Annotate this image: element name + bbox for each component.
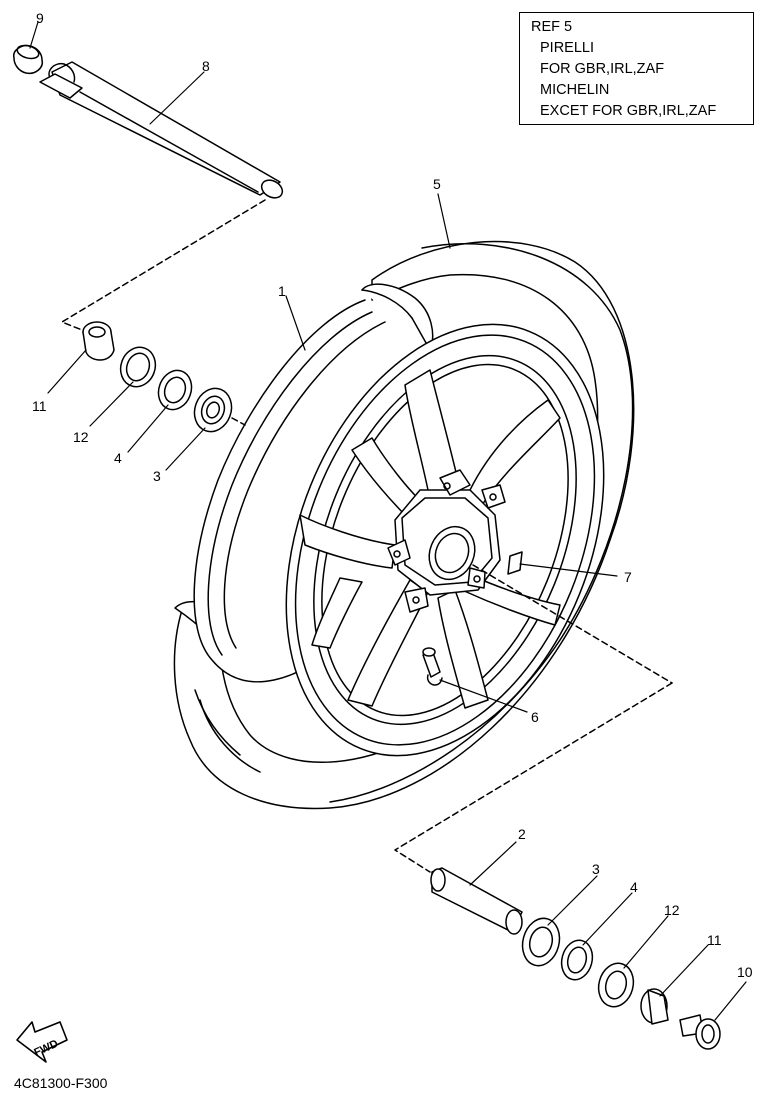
assembly-lines: [61, 199, 673, 873]
callouts: 9 8 5 1 11 12 4 3 7 6 2 3 4 12 11 10: [32, 10, 753, 980]
right-oil-seal: [597, 962, 635, 1008]
callout-7: 7: [624, 569, 632, 585]
left-spacer-ring: [157, 369, 193, 411]
callout-12-left: 12: [73, 429, 89, 445]
cap: [13, 44, 44, 75]
left-collar: [82, 321, 115, 361]
left-oil-seal: [119, 346, 157, 388]
right-collar: [640, 988, 669, 1025]
ref-line: MICHELIN: [540, 82, 610, 98]
right-spacer-ring: [560, 939, 594, 981]
fwd-arrow-icon: [16, 1021, 68, 1063]
callout-9: 9: [36, 10, 44, 26]
callout-4-left: 4: [114, 450, 122, 466]
leader-lines: [29, 21, 747, 1021]
callout-4-right: 4: [630, 879, 638, 895]
left-bearing: [193, 387, 233, 433]
callout-10: 10: [737, 964, 753, 980]
callout-8: 8: [202, 58, 210, 74]
reference-note-box: REF 5 PIRELLI FOR GBR,IRL,ZAF MICHELIN E…: [519, 12, 754, 125]
right-bearing: [521, 917, 561, 967]
callout-2: 2: [518, 826, 526, 842]
callout-12-right: 12: [664, 902, 680, 918]
callout-3-left: 3: [153, 468, 161, 484]
balance-weight: [507, 551, 523, 575]
ref-line: EXCET FOR GBR,IRL,ZAF: [540, 103, 717, 119]
callout-1: 1: [278, 283, 286, 299]
callout-3-right: 3: [592, 861, 600, 877]
callout-11-right: 11: [707, 932, 722, 948]
drawing-code: 4C81300-F300: [14, 1075, 108, 1091]
ref-title: REF 5: [531, 19, 573, 35]
ref-line: PIRELLI: [540, 40, 594, 56]
valve: [422, 647, 443, 686]
callout-5: 5: [433, 176, 441, 192]
ref-line: FOR GBR,IRL,ZAF: [540, 61, 665, 77]
hub: [387, 469, 506, 613]
callout-11-left: 11: [32, 398, 47, 414]
axle: [39, 61, 284, 199]
bolt: [679, 1014, 721, 1050]
callout-6: 6: [531, 709, 539, 725]
spacer-collar: [430, 867, 523, 935]
